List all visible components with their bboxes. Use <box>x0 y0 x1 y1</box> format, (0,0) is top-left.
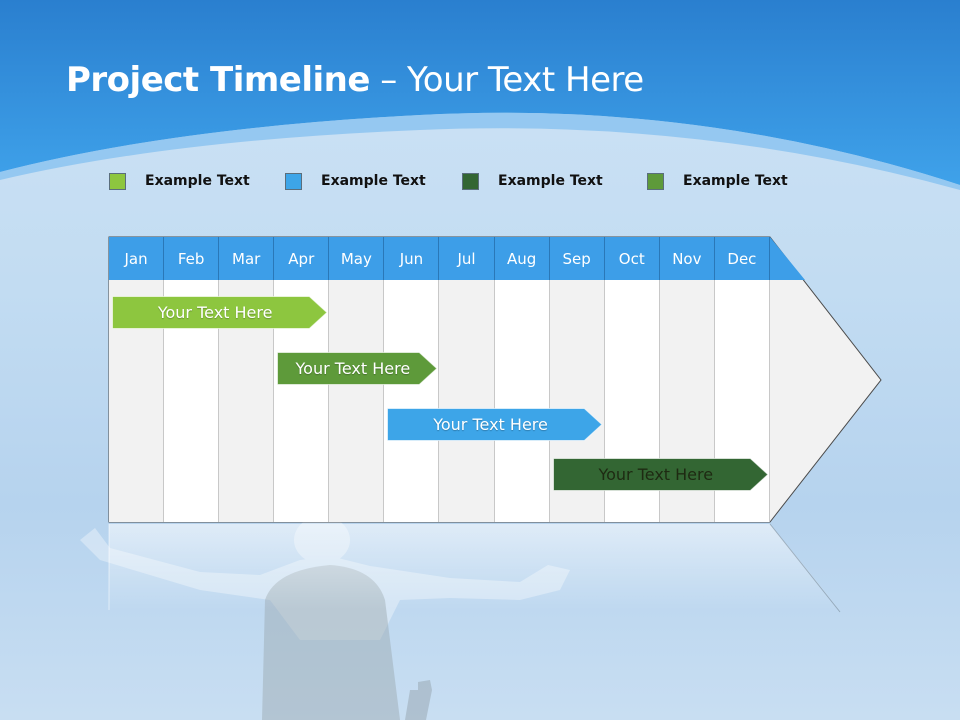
title-rest: – Your Text Here <box>369 60 644 100</box>
task-arrow-shape-1 <box>112 296 328 329</box>
task-label-1: Your Text Here <box>157 303 273 322</box>
task-arrow-shape-3 <box>387 408 603 441</box>
legend-item-4: Example Text <box>647 171 788 191</box>
task-arrow-body-2 <box>277 352 438 385</box>
legend-swatch-1 <box>109 172 126 190</box>
title-bold: Project Timeline <box>66 60 370 100</box>
legend-swatch-2 <box>285 172 302 190</box>
month-column-aug <box>494 280 550 522</box>
legend-item-1: Example Text <box>109 171 250 191</box>
task-arrow-body-4 <box>552 458 768 491</box>
task-arrow-1: Your Text Here <box>112 296 328 329</box>
legend-item-2: Example Text <box>285 171 426 191</box>
legend-item-3: Example Text <box>462 171 603 191</box>
month-header-may: May <box>329 237 385 280</box>
task-label-2: Your Text Here <box>295 359 411 378</box>
task-label-3: Your Text Here <box>433 415 548 434</box>
month-header-nov: Nov <box>659 237 715 280</box>
task-arrow-shape-4 <box>552 458 768 491</box>
month-header-jun: Jun <box>384 237 440 280</box>
legend-swatch-3 <box>462 172 479 190</box>
legend-label-2: Example Text <box>321 173 426 189</box>
task-arrow-4: Your Text Here <box>552 458 768 491</box>
month-header-sep: Sep <box>549 237 605 280</box>
month-header-dec: Dec <box>714 237 770 280</box>
month-header-jul: Jul <box>439 237 495 280</box>
legend-label-4: Example Text <box>683 173 788 189</box>
task-arrow-body-3 <box>387 408 603 441</box>
header-band <box>0 0 960 190</box>
month-header-feb: Feb <box>164 237 220 280</box>
month-column-jun <box>384 280 440 522</box>
month-header-mar: Mar <box>219 237 275 280</box>
task-arrow-body-1 <box>112 296 328 329</box>
month-column-may <box>329 280 385 522</box>
month-header-apr: Apr <box>274 237 330 280</box>
slide-title: Project Timeline – Your Text Here <box>66 60 644 100</box>
task-arrow-3: Your Text Here <box>387 408 603 441</box>
month-header-jan: Jan <box>109 237 165 280</box>
legend-label-3: Example Text <box>498 173 603 189</box>
legend-label-1: Example Text <box>145 173 250 189</box>
month-header-aug: Aug <box>494 237 550 280</box>
task-label-4: Your Text Here <box>598 465 714 484</box>
task-arrow-2: Your Text Here <box>277 352 438 385</box>
month-header-oct: Oct <box>604 237 660 280</box>
month-column-jul <box>439 280 495 522</box>
task-arrow-shape-2 <box>277 352 438 385</box>
legend-swatch-4 <box>647 172 664 190</box>
